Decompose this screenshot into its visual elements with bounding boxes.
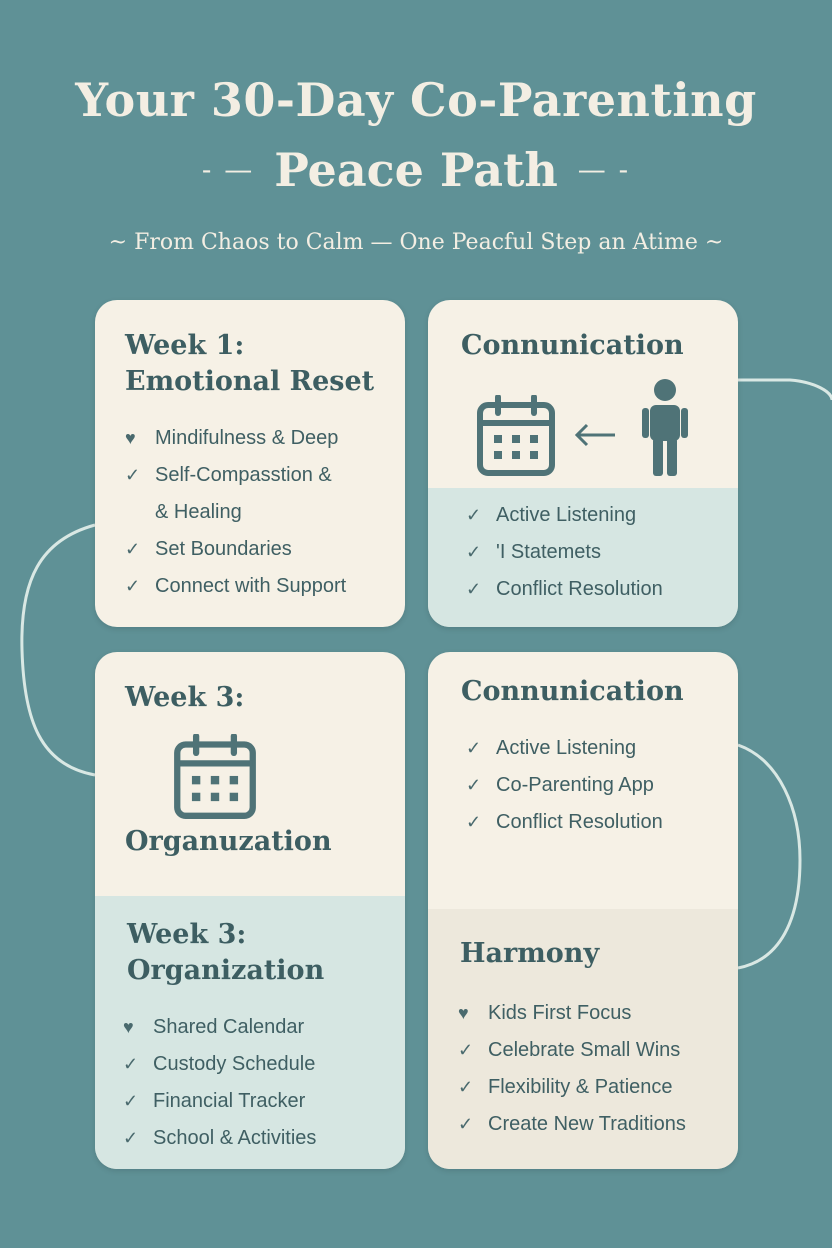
list-item-label: Conflict Resolution [496,811,663,833]
checklist: ✓ Active Listening ✓ 'I Statemets ✓ Conflict … [466,497,663,608]
list-item: ✓ Connect with Support [125,568,346,605]
card-communication-1: Connunication ✓ Active Listening ✓ 'I State… [428,300,738,627]
checklist: ♥ Kids First Focus ✓ Celebrate Small Wins ✓ F… [458,995,686,1143]
heart-icon: ♥ [125,428,136,448]
card-heading: Connunication [461,676,684,707]
list-item: ✓ Set Boundaries [125,531,346,568]
list-item-label: Active Listening [496,504,637,526]
list-item-label: Celebrate Small Wins [488,1039,681,1061]
checklist: ♥ Shared Calendar ✓ Custody Schedule ✓ Financ… [123,1009,316,1157]
page-title: Your 30-Day Co-Parenting [75,73,757,127]
list-item: ♥ Shared Calendar [123,1009,316,1046]
list-item-label: Flexibility & Patience [488,1076,673,1098]
check-icon: ✓ [123,1128,139,1148]
card-heading: Week 1: [125,330,245,361]
card-communication-harmony: Connunication ✓ Active Listening ✓ Co-Paren… [428,652,738,1169]
card-week1-emotional-reset: Week 1: Emotional Reset ♥ Mindifulness & … [95,300,405,627]
title-rule-left: - — [201,153,255,186]
card-heading: Week 3: [125,682,245,713]
card-week3-organization: Week 3: Organuzation Week 3: Organizatio… [95,652,405,1169]
card-heading: Connunication [461,330,684,361]
list-item-label: Self-Compasstion & [155,464,332,486]
checklist: ♥ Mindifulness & Deep ✓ Self-Compasstion & &… [125,420,346,605]
check-icon: ✓ [123,1054,139,1074]
list-item-label: Conflict Resolution [496,578,663,600]
title-rule-right: — - [577,153,631,186]
calendar-icon [477,395,555,476]
check-icon: ✓ [466,542,482,562]
list-item-label: Financial Tracker [153,1090,306,1112]
list-item: ✓ Self-Compasstion & [125,457,346,494]
list-item: ✓ 'I Statemets [466,534,663,571]
check-icon: ✓ [125,576,141,596]
check-icon: ✓ [466,505,482,525]
check-icon: ✓ [458,1114,474,1134]
list-item: ✓ Conflict Resolution [466,571,663,608]
list-item: ✓ Active Listening [466,497,663,534]
list-item: ♥ Mindifulness & Deep [125,420,346,457]
checklist: ✓ Active Listening ✓ Co-Parenting App ✓ Confl… [466,730,663,841]
heart-icon: ♥ [123,1017,134,1037]
check-icon: ✓ [125,539,141,559]
list-item-label: Custody Schedule [153,1053,316,1075]
list-item-label: Create New Traditions [488,1113,686,1135]
list-item-label: Active Listening [496,737,637,759]
page-title-line2: - — Peace Path — - [0,140,832,200]
list-item-label: Shared Calendar [153,1016,305,1038]
arrow-left-icon [574,423,615,447]
list-item-label: Connect with Support [155,575,347,597]
check-icon: ✓ [466,812,482,832]
person-icon [642,379,688,476]
list-item: ✓ School & Activities [123,1120,316,1157]
list-item: ✓ Celebrate Small Wins [458,1032,686,1069]
list-item: & Healing [125,494,346,531]
card-teal-section [428,488,738,627]
list-item: ✓ Create New Traditions [458,1106,686,1143]
page-subtitle: ~ From Chaos to Calm — One Peacful Step … [108,230,724,255]
list-item: ✓ Flexibility & Patience [458,1069,686,1106]
page-title-subline: Peace Path [274,143,558,197]
list-item-label: Kids First Focus [488,1002,632,1024]
check-icon: ✓ [458,1040,474,1060]
list-item: ✓ Conflict Resolution [466,804,663,841]
list-item-label: School & Activities [153,1127,317,1149]
card-heading: Emotional Reset [125,366,375,397]
check-icon: ✓ [123,1091,139,1111]
list-item-label: & Healing [155,501,242,523]
card-section-harmony [428,909,738,1169]
list-item: ✓ Financial Tracker [123,1083,316,1120]
title-block: Your 30-Day Co-Parenting - — Peace Path … [0,70,832,255]
check-icon: ✓ [466,738,482,758]
list-item: ✓ Active Listening [466,730,663,767]
check-icon: ✓ [466,775,482,795]
heart-icon: ♥ [458,1003,469,1023]
list-item-label: 'I Statemets [496,541,601,563]
list-item: ✓ Custody Schedule [123,1046,316,1083]
card-heading: Organization [127,955,325,986]
check-icon: ✓ [125,465,141,485]
list-item: ✓ Co-Parenting App [466,767,663,804]
card-heading: Harmony [460,938,600,969]
check-icon: ✓ [466,579,482,599]
card-teal-section [95,896,405,1169]
card-heading: Week 3: [127,919,247,950]
list-item-label: Co-Parenting App [496,774,654,796]
list-item-label: Mindifulness & Deep [155,427,339,449]
calendar-icon [174,734,256,819]
check-icon: ✓ [458,1077,474,1097]
card-subheading: Organuzation [125,826,332,857]
list-item: ♥ Kids First Focus [458,995,686,1032]
list-item-label: Set Boundaries [155,538,292,560]
